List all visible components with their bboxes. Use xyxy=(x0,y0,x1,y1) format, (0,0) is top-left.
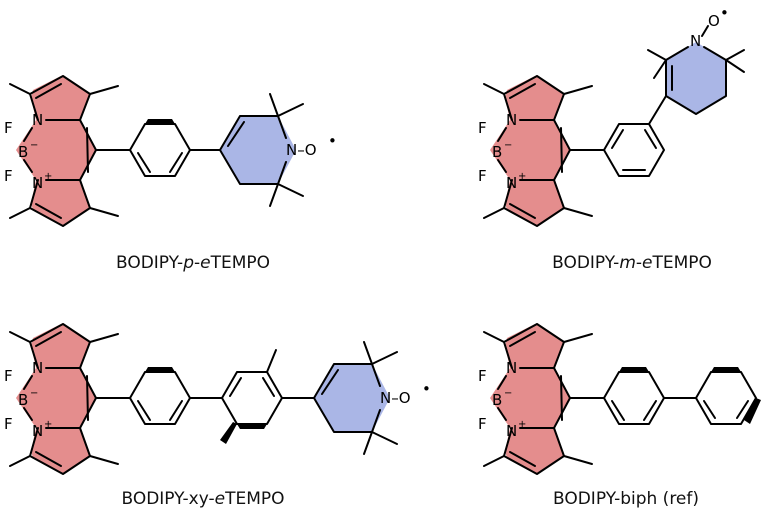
nitrogen-label-1: N xyxy=(32,359,43,377)
boron-charge: − xyxy=(504,388,512,399)
fluorine-label-1: F xyxy=(4,367,13,385)
caption-bodipy-biph-ref: BODIPY-biph (ref) xyxy=(553,489,699,509)
boron-charge: − xyxy=(504,140,512,151)
nitrogen-label-1: N xyxy=(32,111,43,129)
nitrogen-charge: + xyxy=(518,171,526,182)
caption-bodipy-xy-etempo: BODIPY-xy-eTEMPO xyxy=(121,489,284,509)
nitrogen-charge: + xyxy=(44,419,52,430)
boron-label: B xyxy=(492,143,502,161)
nitrogen-charge: + xyxy=(518,419,526,430)
fluorine-label-1: F xyxy=(478,367,487,385)
caption-bodipy-m-etempo: BODIPY-m-eTEMPO xyxy=(552,253,712,273)
boron-charge: − xyxy=(30,388,38,399)
oxygen-label-tempo: O xyxy=(708,12,720,30)
radical-dot: • xyxy=(422,380,431,398)
nitrogen-charge: + xyxy=(44,171,52,182)
nitrogen-label-1: N xyxy=(506,111,517,129)
boron-label: B xyxy=(492,391,502,409)
molecule-bodipy-xy-etempo: F F B − N N + N–O • xyxy=(4,322,431,475)
nitroxide-label: N–O xyxy=(286,141,317,159)
nitrogen-label-1: N xyxy=(506,359,517,377)
molecule-bodipy-p-etempo: F F B − N N + N–O • xyxy=(4,74,337,227)
fluorine-label-2: F xyxy=(4,167,13,185)
fluorine-label-2: F xyxy=(478,167,487,185)
molecule-bodipy-biph-ref: F F B − N N + xyxy=(478,322,761,475)
caption-bodipy-p-etempo: BODIPY-p-eTEMPO xyxy=(116,253,270,273)
molecule-bodipy-m-etempo: F F B − N N + N O • xyxy=(478,4,745,227)
fluorine-label-2: F xyxy=(4,415,13,433)
nitrogen-label-2: N xyxy=(32,422,43,440)
radical-dot: • xyxy=(720,4,729,22)
nitrogen-label-2: N xyxy=(506,174,517,192)
fluorine-label-1: F xyxy=(478,119,487,137)
boron-label: B xyxy=(18,391,28,409)
nitrogen-label-tempo: N xyxy=(690,32,701,50)
boron-charge: − xyxy=(30,140,38,151)
nitrogen-label-2: N xyxy=(32,174,43,192)
boron-label: B xyxy=(18,143,28,161)
radical-dot: • xyxy=(328,132,337,150)
fluorine-label-1: F xyxy=(4,119,13,137)
nitroxide-label: N–O xyxy=(380,389,411,407)
nitrogen-label-2: N xyxy=(506,422,517,440)
fluorine-label-2: F xyxy=(478,415,487,433)
